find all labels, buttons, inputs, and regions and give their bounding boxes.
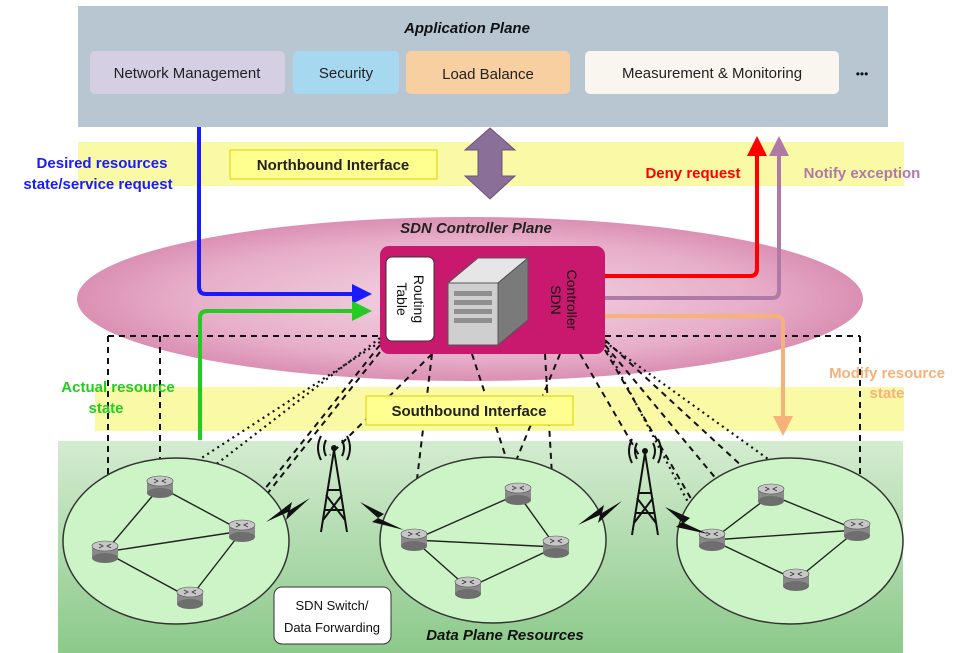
router-icon[interactable] (146, 475, 174, 498)
server-icon (446, 256, 530, 347)
desired-label-line1: Desired resources (37, 155, 168, 172)
modify-label-line2: state (869, 385, 904, 402)
router-icon[interactable] (757, 483, 785, 506)
router-icon[interactable] (228, 519, 256, 542)
application-plane-title: Application Plane (403, 20, 530, 37)
southbound-interface-box (365, 395, 574, 426)
deny-request-arrow (604, 136, 767, 278)
northbound-interface-label: Northbound Interface (257, 157, 410, 174)
legend-box (273, 586, 392, 645)
app-load-balance[interactable] (406, 51, 570, 94)
legend-line2: Data Forwarding (284, 620, 380, 635)
app-load-balance-label: Load Balance (442, 66, 534, 83)
router-icon[interactable] (782, 568, 810, 591)
desired-request-arrow (197, 127, 372, 304)
routing-table-label-line1: Routing (411, 275, 427, 323)
router-icon[interactable] (843, 518, 871, 541)
wireless-link-icons (266, 498, 708, 534)
northbound-double-arrow (463, 127, 517, 200)
app-measurement-monitoring[interactable] (585, 51, 839, 94)
modify-label-line1: Modify resource (829, 365, 945, 382)
legend-line1: SDN Switch/ (296, 598, 369, 613)
app-security[interactable] (293, 51, 399, 94)
data-plane-title: Data Plane Resources (426, 627, 584, 644)
deny-label: Deny request (645, 165, 740, 182)
desired-label-line2: state/service request (23, 176, 172, 193)
controller-plane-title: SDN Controller Plane (400, 220, 552, 237)
northbound-interface-box (229, 149, 438, 180)
app-measurement-monitoring-label: Measurement & Monitoring (622, 65, 802, 82)
radio-tower-icon (317, 435, 351, 533)
router-icon[interactable] (698, 528, 726, 551)
routing-table-box[interactable] (385, 256, 435, 342)
router-icon[interactable] (400, 528, 428, 551)
modify-state-arrow (604, 314, 793, 436)
sdn-controller-label-line2: Controller (564, 270, 580, 331)
actual-state-arrow (198, 301, 372, 440)
more-apps-ellipsis: ••• (856, 67, 869, 81)
router-icon[interactable] (176, 586, 204, 609)
router-icon[interactable] (504, 482, 532, 505)
sdn-controller-label-line1: SDN (548, 285, 564, 315)
notify-exception-arrow (604, 136, 789, 300)
southbound-interface-label: Southbound Interface (392, 403, 547, 420)
router-icon[interactable] (542, 535, 570, 558)
actual-label-line1: Actual resource (61, 379, 174, 396)
router-icon[interactable] (91, 540, 119, 563)
notify-label: Notify exception (804, 165, 921, 182)
app-security-label: Security (319, 65, 374, 82)
routing-table-label-line2: Table (394, 282, 410, 316)
actual-label-line2: state (88, 400, 123, 417)
radio-tower-icon (628, 438, 662, 536)
network-cluster-middle (379, 456, 607, 624)
app-network-management-label: Network Management (114, 65, 262, 82)
router-icon[interactable] (454, 576, 482, 599)
app-network-management[interactable] (90, 51, 285, 94)
network-cluster-right (676, 457, 904, 625)
